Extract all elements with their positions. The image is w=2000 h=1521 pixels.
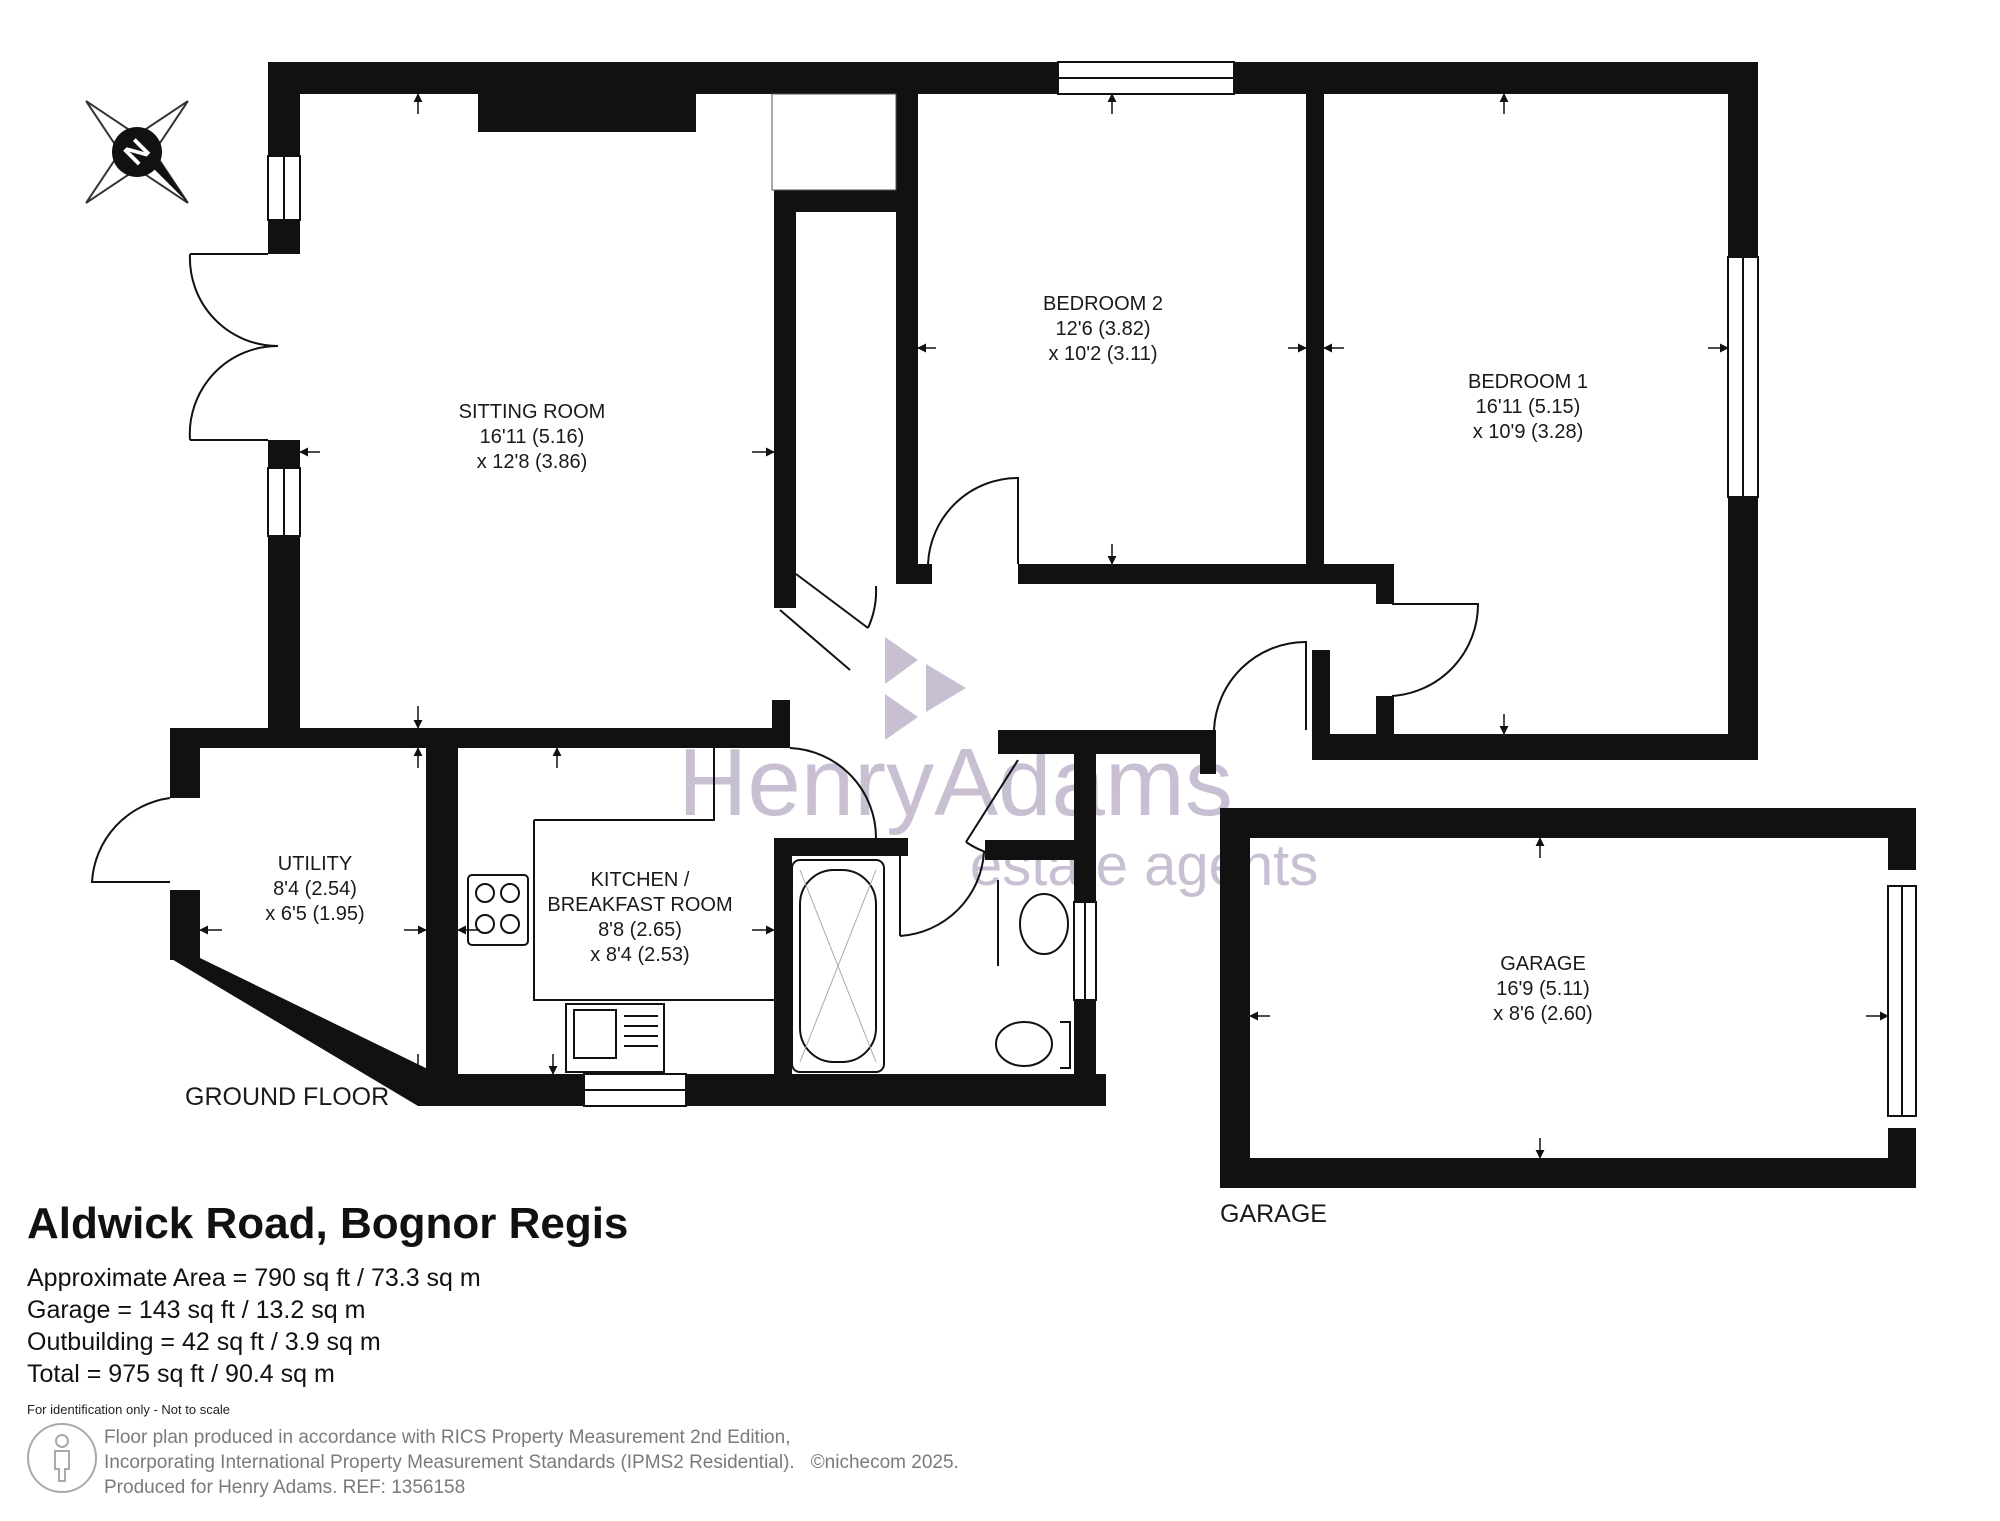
footer-line-1: Floor plan produced in accordance with R… — [104, 1427, 791, 1448]
property-address: Aldwick Road, Bognor Regis — [27, 1199, 629, 1248]
room-label-sitting: SITTING ROOM 16'11 (5.16) x 12'8 (3.86) — [459, 401, 606, 473]
room-dimension: x 8'4 (2.53) — [590, 944, 689, 966]
room-dimension: 8'4 (2.54) — [273, 878, 357, 900]
fixtures — [467, 93, 1071, 1073]
room-label-garage: GARAGE 16'9 (5.11) x 8'6 (2.60) — [1493, 953, 1592, 1025]
floor-label-ground: GROUND FLOOR — [185, 1083, 389, 1111]
room-name: GARAGE — [1500, 953, 1586, 975]
footer-credit: ©nichecom 2025. — [810, 1452, 959, 1473]
room-label-kitchen: KITCHEN / BREAKFAST ROOM 8'8 (2.65) x 8'… — [547, 869, 732, 966]
hob-icon — [467, 874, 529, 946]
room-dimension: x 8'6 (2.60) — [1493, 1003, 1592, 1025]
room-dimension: x 12'8 (3.86) — [477, 451, 588, 473]
bath-icon — [791, 859, 885, 1073]
room-name: BEDROOM 1 — [1468, 371, 1588, 393]
room-name: BREAKFAST ROOM — [547, 894, 732, 916]
room-label-bedroom-1: BEDROOM 1 16'11 (5.15) x 10'9 (3.28) — [1468, 371, 1588, 443]
room-dimension: x 10'2 (3.11) — [1048, 343, 1157, 365]
room-dimension: 16'11 (5.15) — [1476, 396, 1581, 418]
room-dimension: x 10'9 (3.28) — [1473, 421, 1584, 443]
room-name: UTILITY — [278, 853, 352, 875]
area-garage: Garage = 143 sq ft / 13.2 sq m — [27, 1296, 366, 1324]
area-total: Total = 975 sq ft / 90.4 sq m — [27, 1360, 335, 1388]
toilet-icon — [1060, 1021, 1071, 1069]
area-outbuilding: Outbuilding = 42 sq ft / 3.9 sq m — [27, 1328, 381, 1356]
basin-icon — [1019, 893, 1069, 955]
room-dimension: 16'9 (5.11) — [1496, 978, 1590, 1000]
person-icon — [27, 1423, 97, 1493]
compass: N — [85, 100, 189, 204]
footer-line-3: Produced for Henry Adams. REF: 1356158 — [104, 1477, 466, 1498]
footer-line-2: Incorporating International Property Mea… — [104, 1452, 795, 1473]
compass-star-icon — [85, 100, 189, 204]
room-dimension: 16'11 (5.16) — [480, 426, 585, 448]
footer-text: Floor plan produced in accordance with R… — [104, 1425, 959, 1500]
room-label-bedroom-2: BEDROOM 2 12'6 (3.82) x 10'2 (3.11) — [1043, 293, 1163, 365]
area-approximate: Approximate Area = 790 sq ft / 73.3 sq m — [27, 1264, 481, 1292]
footer: Floor plan produced in accordance with R… — [27, 1423, 1127, 1503]
room-dimension: 8'8 (2.65) — [598, 919, 682, 941]
scale-disclaimer: For identification only - Not to scale — [27, 1402, 231, 1417]
floor-label-garage: GARAGE — [1220, 1200, 1327, 1228]
room-name: KITCHEN / — [591, 869, 690, 891]
room-label-utility: UTILITY 8'4 (2.54) x 6'5 (1.95) — [265, 853, 364, 925]
dimension-arrows — [199, 93, 1889, 1159]
room-name: BEDROOM 2 — [1043, 293, 1163, 315]
room-dimension: 12'6 (3.82) — [1056, 318, 1151, 340]
room-dimension: x 6'5 (1.95) — [265, 903, 364, 925]
sink-icon — [565, 1003, 665, 1073]
windows — [267, 61, 1917, 1117]
property-info: Aldwick Road, Bognor Regis Approximate A… — [27, 1198, 1127, 1417]
room-name: SITTING ROOM — [459, 401, 606, 423]
doors — [90, 253, 1480, 937]
walls — [170, 62, 1916, 1188]
